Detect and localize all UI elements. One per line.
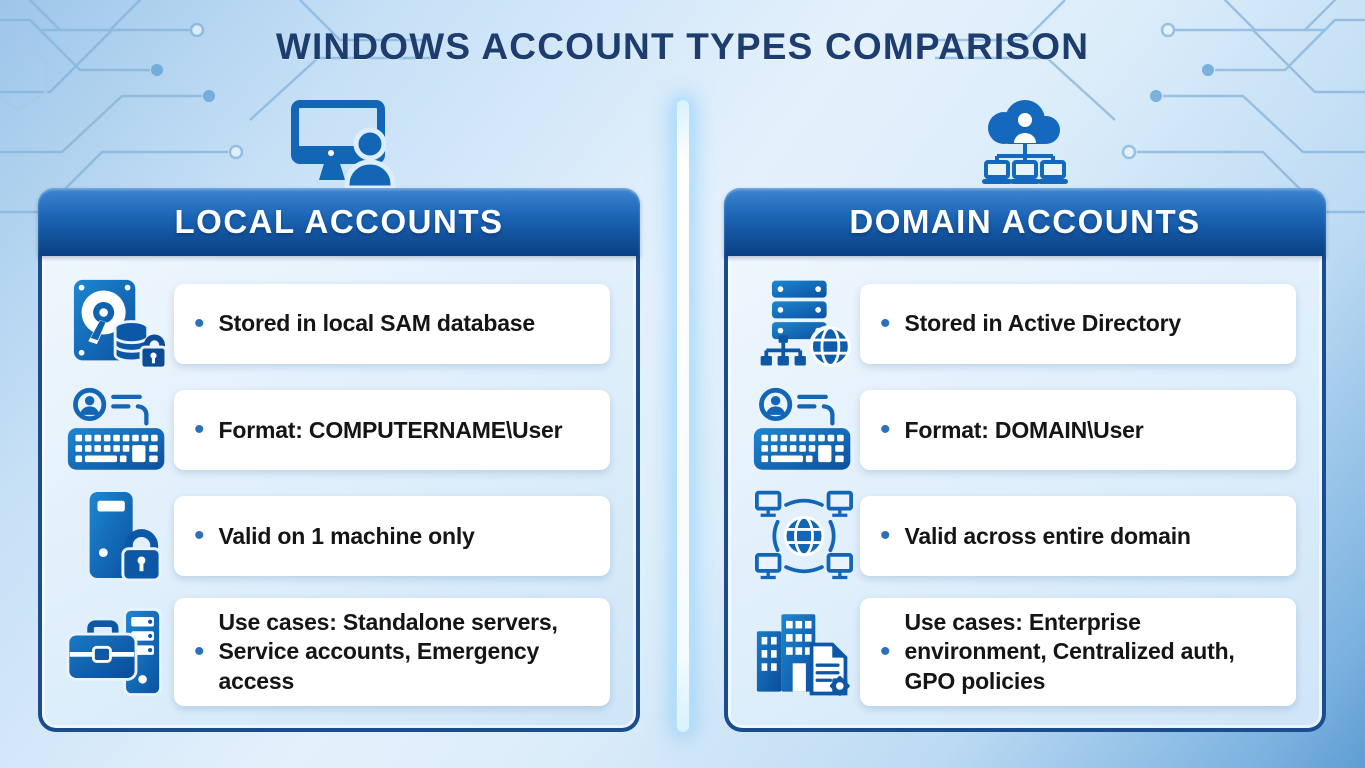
globe-network-monitors-icon <box>748 490 860 582</box>
pc-tower-lock-icon <box>62 490 174 582</box>
local-text-use-cases: Use cases: Standalone servers, Service a… <box>218 608 558 694</box>
bullet-dot: • <box>194 634 205 668</box>
domain-accounts-body: • Stored in Active Directory <box>724 256 1326 732</box>
user-id-keyboard-icon <box>62 385 174 475</box>
domain-text-validity: Valid across entire domain <box>904 522 1191 549</box>
local-row-sam-database: • Stored in local SAM database <box>62 278 610 370</box>
local-text-format: Format: COMPUTERNAME\User <box>218 416 563 443</box>
domain-text-format: Format: DOMAIN\User <box>904 416 1144 443</box>
domain-text-use-cases: Use cases: Enterprise environment, Centr… <box>904 608 1235 694</box>
local-accounts-panel: LOCAL ACCOUNTS <box>38 98 640 732</box>
server-stack-globe-icon <box>748 278 860 370</box>
domain-card-use-cases: • Use cases: Enterprise environment, Cen… <box>860 597 1296 706</box>
bullet-dot: • <box>880 519 891 553</box>
harddrive-database-lock-icon <box>62 278 174 370</box>
bullet-dot: • <box>880 634 891 668</box>
domain-row-validity: • Valid across entire domain <box>748 490 1296 582</box>
domain-accounts-title: DOMAIN ACCOUNTS <box>849 203 1201 240</box>
domain-accounts-header: DOMAIN ACCOUNTS <box>724 188 1326 256</box>
local-row-use-cases: • Use cases: Standalone servers, Service… <box>62 597 610 706</box>
domain-text-active-directory: Stored in Active Directory <box>904 310 1182 337</box>
domain-row-use-cases: • Use cases: Enterprise environment, Cen… <box>748 597 1296 706</box>
monitor-user-icon <box>38 98 640 188</box>
domain-row-format: • Format: DOMAIN\User <box>748 385 1296 475</box>
local-card-format: • Format: COMPUTERNAME\User <box>174 390 610 471</box>
local-row-format: • Format: COMPUTERNAME\User <box>62 385 610 475</box>
local-row-validity: • Valid on 1 machine only <box>62 490 610 582</box>
domain-row-active-directory: • Stored in Active Directory <box>748 278 1296 370</box>
bullet-dot: • <box>194 519 205 553</box>
domain-accounts-panel: DOMAIN ACCOUNTS <box>724 98 1326 732</box>
domain-card-format: • Format: DOMAIN\User <box>860 390 1296 471</box>
local-accounts-title: LOCAL ACCOUNTS <box>174 203 504 240</box>
vertical-divider <box>677 100 689 732</box>
local-text-validity: Valid on 1 machine only <box>218 522 475 549</box>
domain-card-validity: • Valid across entire domain <box>860 496 1296 577</box>
bullet-dot: • <box>194 413 205 447</box>
domain-card-active-directory: • Stored in Active Directory <box>860 284 1296 364</box>
local-card-validity: • Valid on 1 machine only <box>174 496 610 577</box>
page-title: WINDOWS ACCOUNT TYPES COMPARISON <box>275 26 1090 67</box>
bullet-dot: • <box>880 413 891 447</box>
local-card-use-cases: • Use cases: Standalone servers, Service… <box>174 597 610 706</box>
local-accounts-header: LOCAL ACCOUNTS <box>38 188 640 256</box>
briefcase-server-icon <box>62 606 174 698</box>
buildings-document-gear-icon <box>748 606 860 698</box>
local-card-sam-database: • Stored in local SAM database <box>174 284 610 364</box>
local-text-sam-database: Stored in local SAM database <box>218 310 536 337</box>
user-id-keyboard-icon <box>748 385 860 475</box>
local-accounts-body: • Stored in local SAM database <box>38 256 640 732</box>
bullet-dot: • <box>194 307 205 340</box>
bullet-dot: • <box>880 307 891 340</box>
cloud-user-network-icon <box>724 98 1326 188</box>
